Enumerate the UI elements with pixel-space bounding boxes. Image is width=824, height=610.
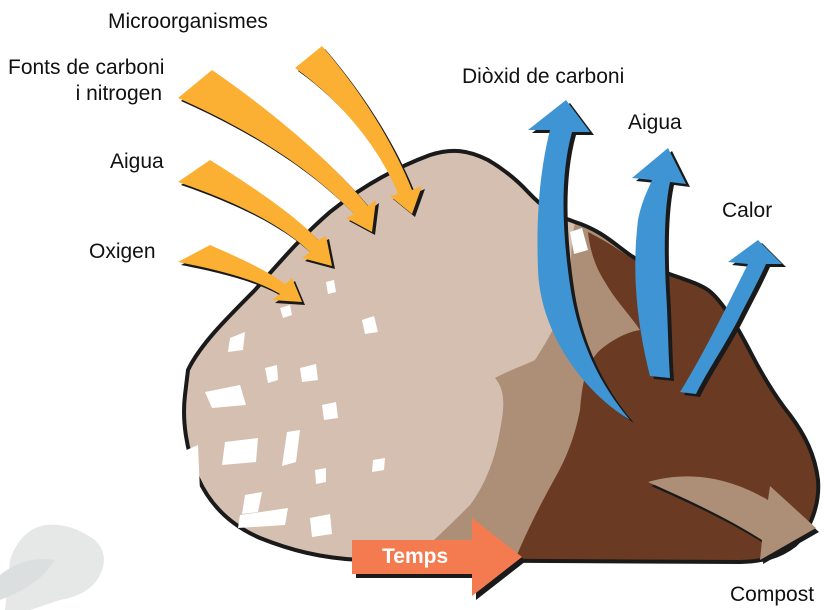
- compost-label: Compost: [730, 583, 814, 607]
- carbon-dioxide-label: Diòxid de carboni: [462, 65, 624, 89]
- water-output-label: Aigua: [628, 111, 682, 135]
- leaf-watermark: [0, 525, 104, 610]
- heat-label: Calor: [722, 199, 772, 223]
- carbon-nitrogen-label-line2: i nitrogen: [8, 82, 162, 106]
- time-label: Temps: [382, 545, 448, 569]
- microorganisms-label: Microorganismes: [108, 10, 268, 34]
- oxygen-label: Oxigen: [89, 240, 156, 264]
- carbon-nitrogen-label-line1: Fonts de carboni: [8, 56, 162, 80]
- water-input-label: Aigua: [110, 150, 164, 174]
